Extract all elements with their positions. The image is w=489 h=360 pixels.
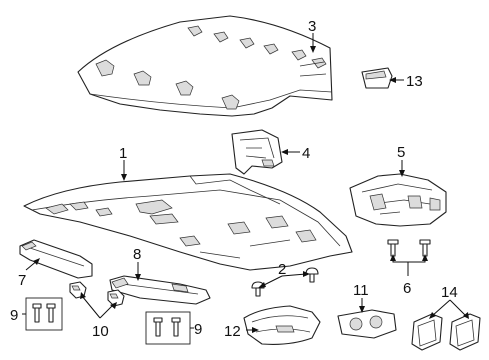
part-9-screws-right (145, 311, 191, 345)
part-11-map-lamp (337, 309, 397, 339)
callout-14: 14 (441, 284, 458, 301)
callout-5: 5 (397, 144, 405, 161)
part-9-screws-left (25, 297, 63, 331)
part-13-clip (361, 67, 393, 89)
callout-6: 6 (403, 280, 411, 297)
callout-9-right: 9 (194, 321, 202, 338)
part-1-headliner (23, 173, 353, 271)
callout-2: 2 (278, 261, 286, 278)
callout-9-left: 9 (10, 307, 18, 324)
callout-3: 3 (308, 18, 316, 35)
callout-1: 1 (119, 145, 127, 162)
callout-7: 7 (18, 272, 26, 289)
part-8-sun-visor (109, 275, 211, 305)
part-5-rear-bracket (349, 173, 447, 227)
part-6-fasteners (387, 239, 431, 257)
part-14-bezels (411, 313, 481, 351)
callout-11: 11 (353, 282, 369, 299)
callout-10: 10 (92, 323, 109, 340)
callout-8: 8 (133, 246, 141, 263)
leader-lines (22, 33, 469, 333)
callout-12: 12 (224, 323, 241, 340)
part-12-lamp-housing (243, 305, 321, 345)
part-3-roof-panel (77, 15, 333, 117)
part-4-trim-bracket (231, 129, 283, 175)
part-7-sun-visor (19, 239, 93, 279)
callout-labels: 3 13 4 5 1 7 8 2 6 9 9 10 11 12 14 (10, 18, 458, 340)
callout-13: 13 (406, 73, 423, 90)
callout-4: 4 (302, 145, 310, 162)
